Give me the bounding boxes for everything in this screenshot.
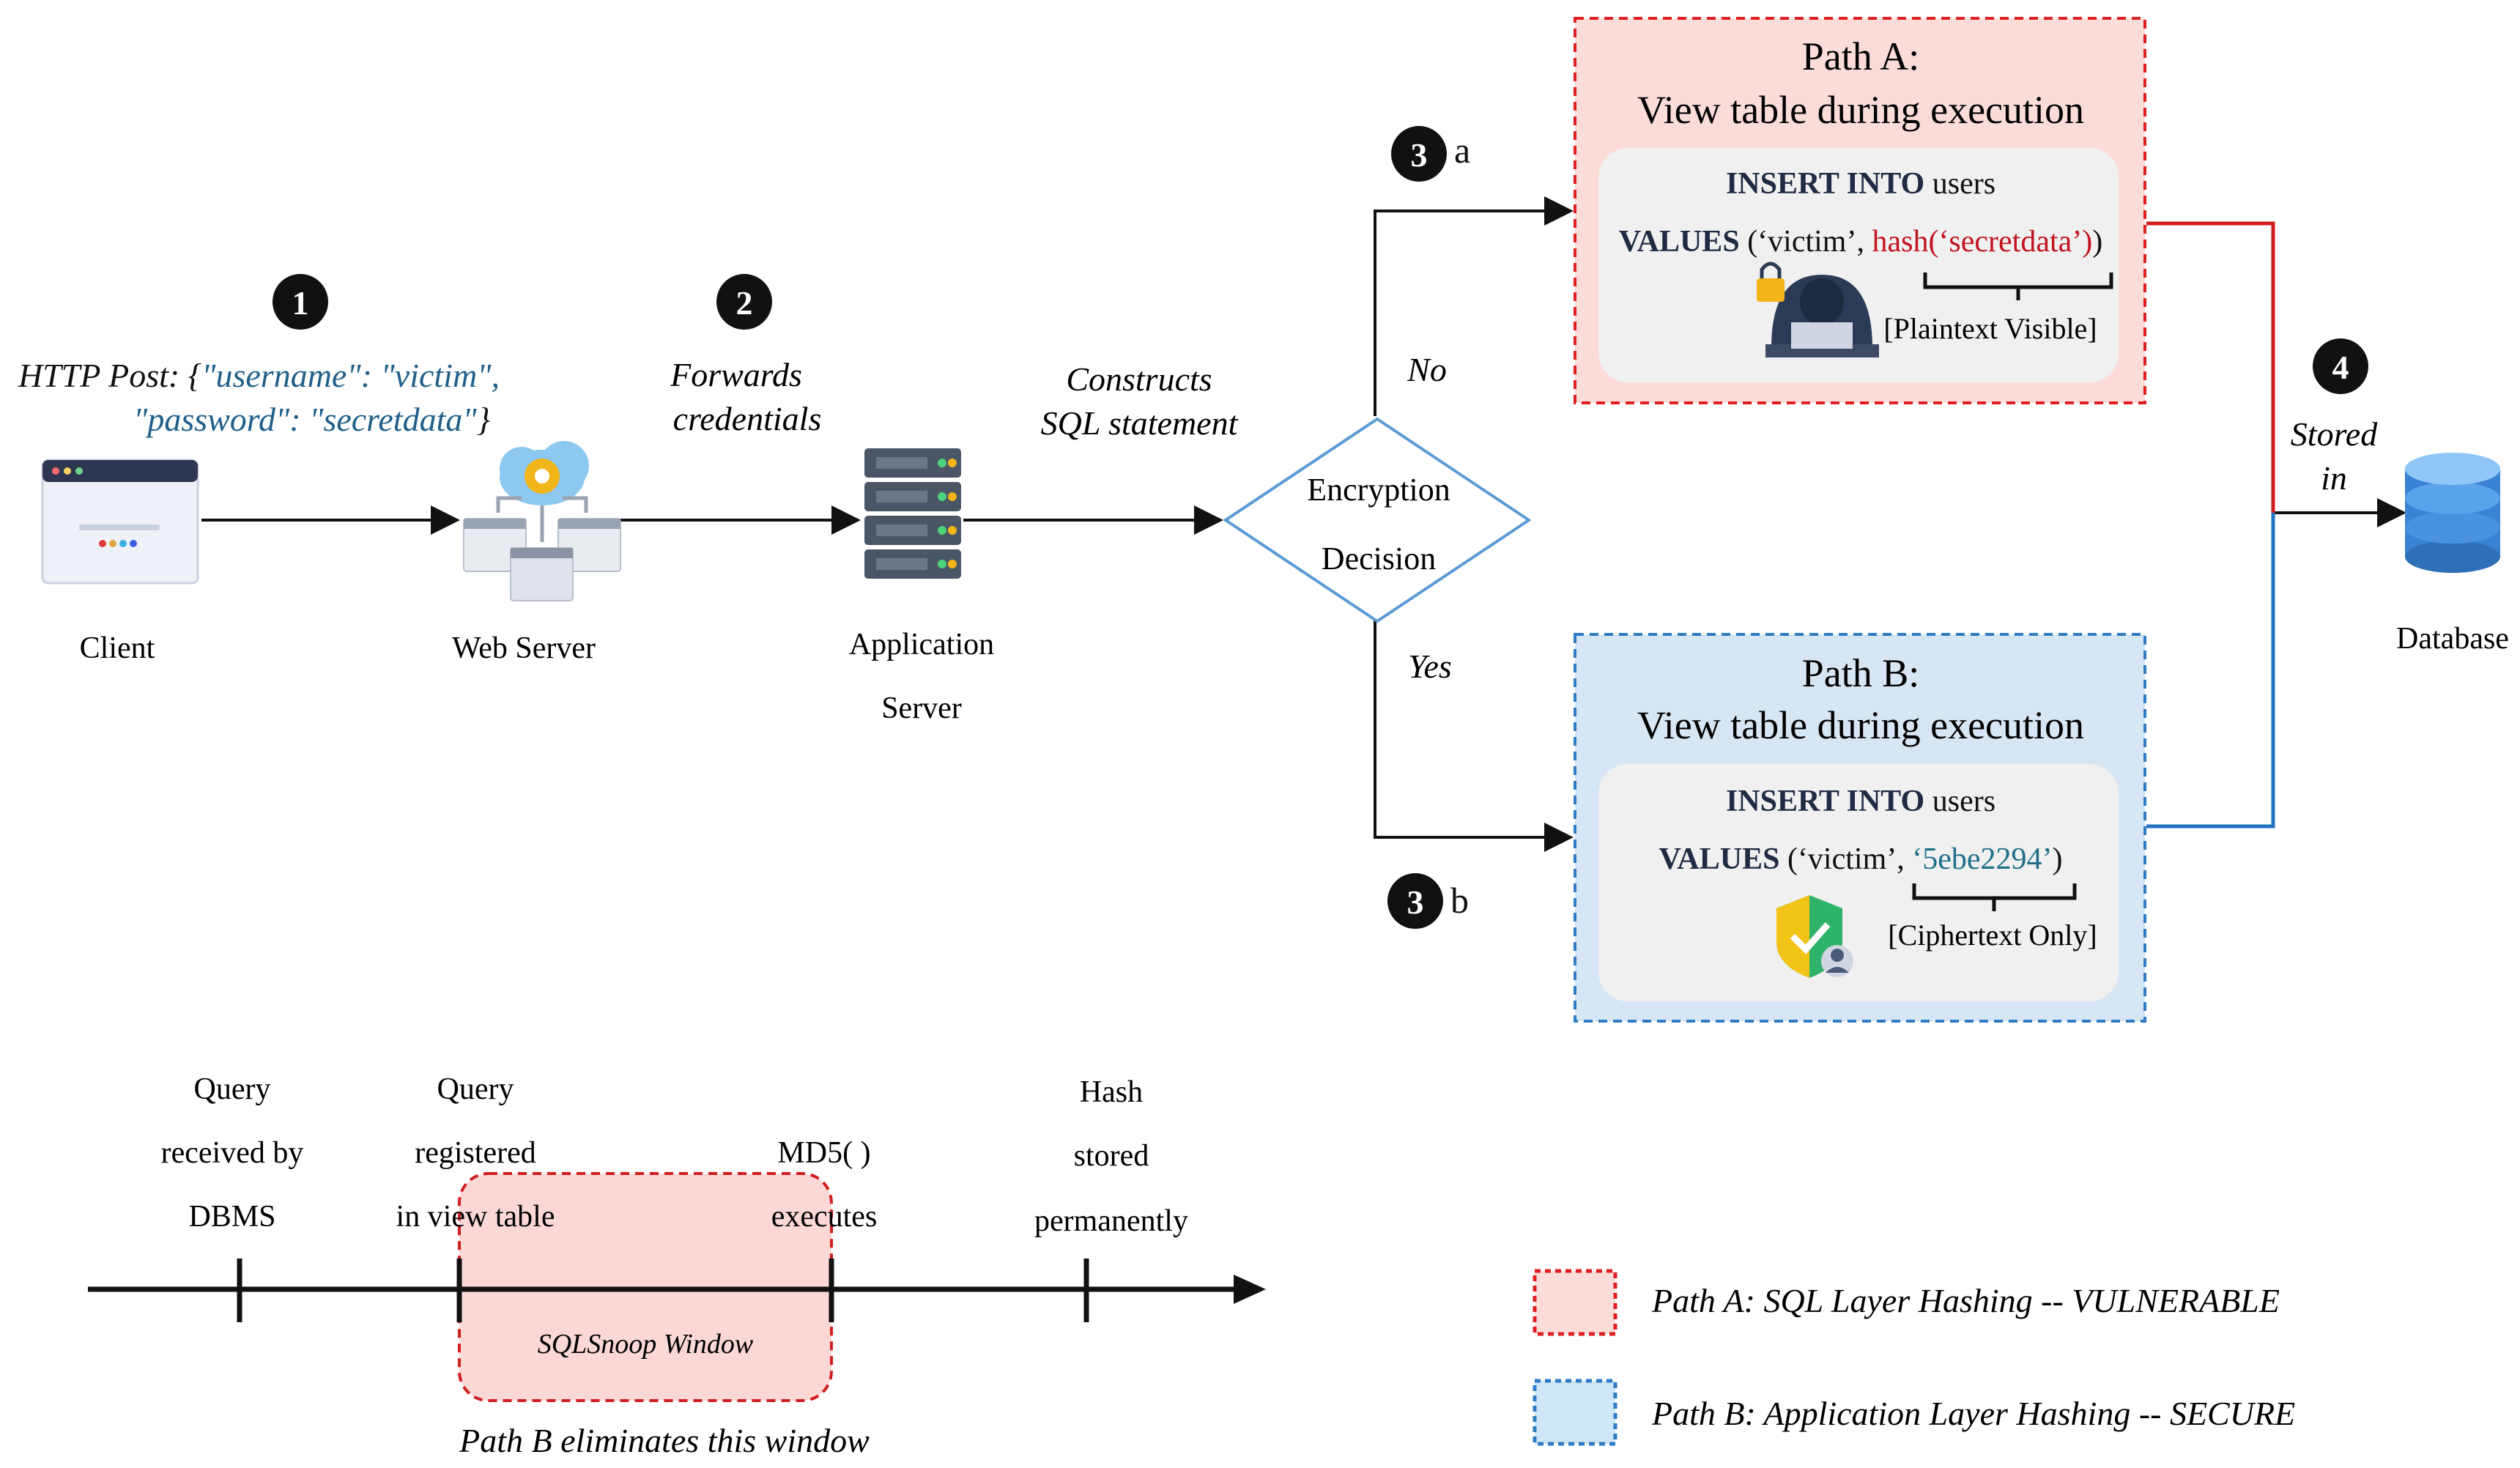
app-server-label: Application xyxy=(849,628,994,661)
timeline-event-2: registered xyxy=(415,1136,536,1170)
timeline: Query received by DBMS Query registered … xyxy=(88,1072,1266,1459)
database-label: Database xyxy=(2396,622,2509,656)
timeline-arrowhead xyxy=(1234,1275,1266,1304)
path-b-subtitle: View table during execution xyxy=(1637,703,2084,747)
timeline-event-1: Query xyxy=(194,1072,271,1106)
path-b-box: Path B: View table during execution INSE… xyxy=(1574,633,2146,1023)
hacker-lock-icon xyxy=(1757,262,1879,357)
svg-text:a: a xyxy=(1454,130,1470,171)
sqlsnoop-window-label: SQLSnoop Window xyxy=(538,1329,754,1360)
timeline-event-2: in view table xyxy=(396,1200,555,1234)
step-badge-4: 4 xyxy=(2313,338,2368,394)
path-b-note: [Ciphertext Only] xyxy=(1888,919,2097,952)
timeline-caption: Path B eliminates this window xyxy=(459,1422,870,1459)
legend-label-path-a: Path A: SQL Layer Hashing -- VULNERABLE xyxy=(1651,1282,2280,1319)
svg-text:2: 2 xyxy=(736,284,753,322)
step-badge-2: 2 xyxy=(716,274,772,330)
path-a-brace xyxy=(1923,273,2113,300)
forwards-label-2: credentials xyxy=(673,400,822,437)
path-a-sql-line1: INSERT INTO users xyxy=(1726,167,1995,201)
arrowhead xyxy=(2377,498,2406,527)
path-a-sql-panel xyxy=(1598,148,2119,382)
constructs-label-2: SQL statement xyxy=(1041,404,1239,442)
arrowhead xyxy=(831,505,861,535)
svg-text:3: 3 xyxy=(1407,883,1424,921)
path-b-sql-panel xyxy=(1598,764,2119,1001)
path-b-connector xyxy=(2146,513,2275,828)
path-a-subtitle: View table during execution xyxy=(1637,88,2084,132)
http-post-label-line2: "password": "secretdata"} xyxy=(133,401,490,438)
svg-text:1: 1 xyxy=(292,284,309,322)
arrowhead xyxy=(1544,196,1574,226)
svg-text:3: 3 xyxy=(1411,136,1428,174)
timeline-event-4: permanently xyxy=(1034,1204,1188,1238)
encryption-decision-diamond xyxy=(1223,417,1532,623)
path-a-note: [Plaintext Visible] xyxy=(1883,312,2097,345)
flow-arrows xyxy=(201,196,2406,852)
shield-check-user-icon xyxy=(1776,895,1853,978)
path-b-sql-line1: INSERT INTO users xyxy=(1726,785,1995,818)
step-badge-3b: 3 b xyxy=(1387,873,1469,929)
browser-window-icon xyxy=(41,459,199,585)
timeline-event-3: MD5( ) xyxy=(777,1136,870,1170)
server-rack-icon xyxy=(864,448,961,579)
path-b-title: Path B: xyxy=(1802,651,1920,695)
path-a-title: Path A: xyxy=(1802,34,1920,78)
timeline-event-1: received by xyxy=(161,1136,304,1170)
path-a-connector xyxy=(2146,221,2275,513)
arrow-no-branch xyxy=(1374,210,1544,416)
arrowhead xyxy=(431,505,460,535)
client-label: Client xyxy=(80,631,155,665)
stored-in-label: Stored xyxy=(2291,415,2378,453)
legend-swatch-path-a xyxy=(1533,1269,1617,1336)
step-badge-3a: 3 a xyxy=(1391,126,1470,182)
timeline-event-1: DBMS xyxy=(188,1200,275,1234)
database-cylinder-icon xyxy=(2405,453,2500,573)
path-b-brace xyxy=(1912,883,2077,911)
decision-label-2: Decision xyxy=(1322,541,1436,577)
svg-text:b: b xyxy=(1450,880,1469,921)
web-server-label: Web Server xyxy=(452,631,596,665)
decision-label: Encryption xyxy=(1307,472,1450,508)
timeline-event-4: Hash xyxy=(1080,1075,1143,1109)
cloud-gear-server-icon xyxy=(463,441,621,601)
no-label: No xyxy=(1407,351,1447,388)
legend-swatch-path-b xyxy=(1533,1379,1617,1446)
arrow-yes-branch xyxy=(1374,619,1544,839)
http-post-label: HTTP Post: {"username": "victim", xyxy=(18,357,500,394)
yes-label: Yes xyxy=(1408,648,1452,685)
path-a-box: Path A: View table during execution INSE… xyxy=(1574,17,2146,404)
legend: Path A: SQL Layer Hashing -- VULNERABLE … xyxy=(1533,1269,2295,1446)
path-a-sql-line2: VALUES (‘victim’, hash(‘secretdata’)) xyxy=(1619,225,2103,259)
step-badge-1: 1 xyxy=(273,274,328,330)
timeline-event-3: executes xyxy=(771,1200,878,1234)
app-server-label-2: Server xyxy=(881,692,962,725)
forwards-label: Forwards xyxy=(670,356,802,393)
svg-text:4: 4 xyxy=(2332,349,2349,386)
arrowhead xyxy=(1544,823,1574,852)
legend-label-path-b: Path B: Application Layer Hashing -- SEC… xyxy=(1651,1395,2295,1432)
arrowhead xyxy=(1194,505,1223,535)
constructs-label: Constructs xyxy=(1066,360,1212,398)
path-b-sql-line2: VALUES (‘victim’, ‘5ebe2294’) xyxy=(1659,842,2062,876)
stored-in-label-2: in xyxy=(2321,459,2347,497)
timeline-event-4: stored xyxy=(1074,1139,1149,1173)
timeline-event-2: Query xyxy=(437,1072,514,1106)
